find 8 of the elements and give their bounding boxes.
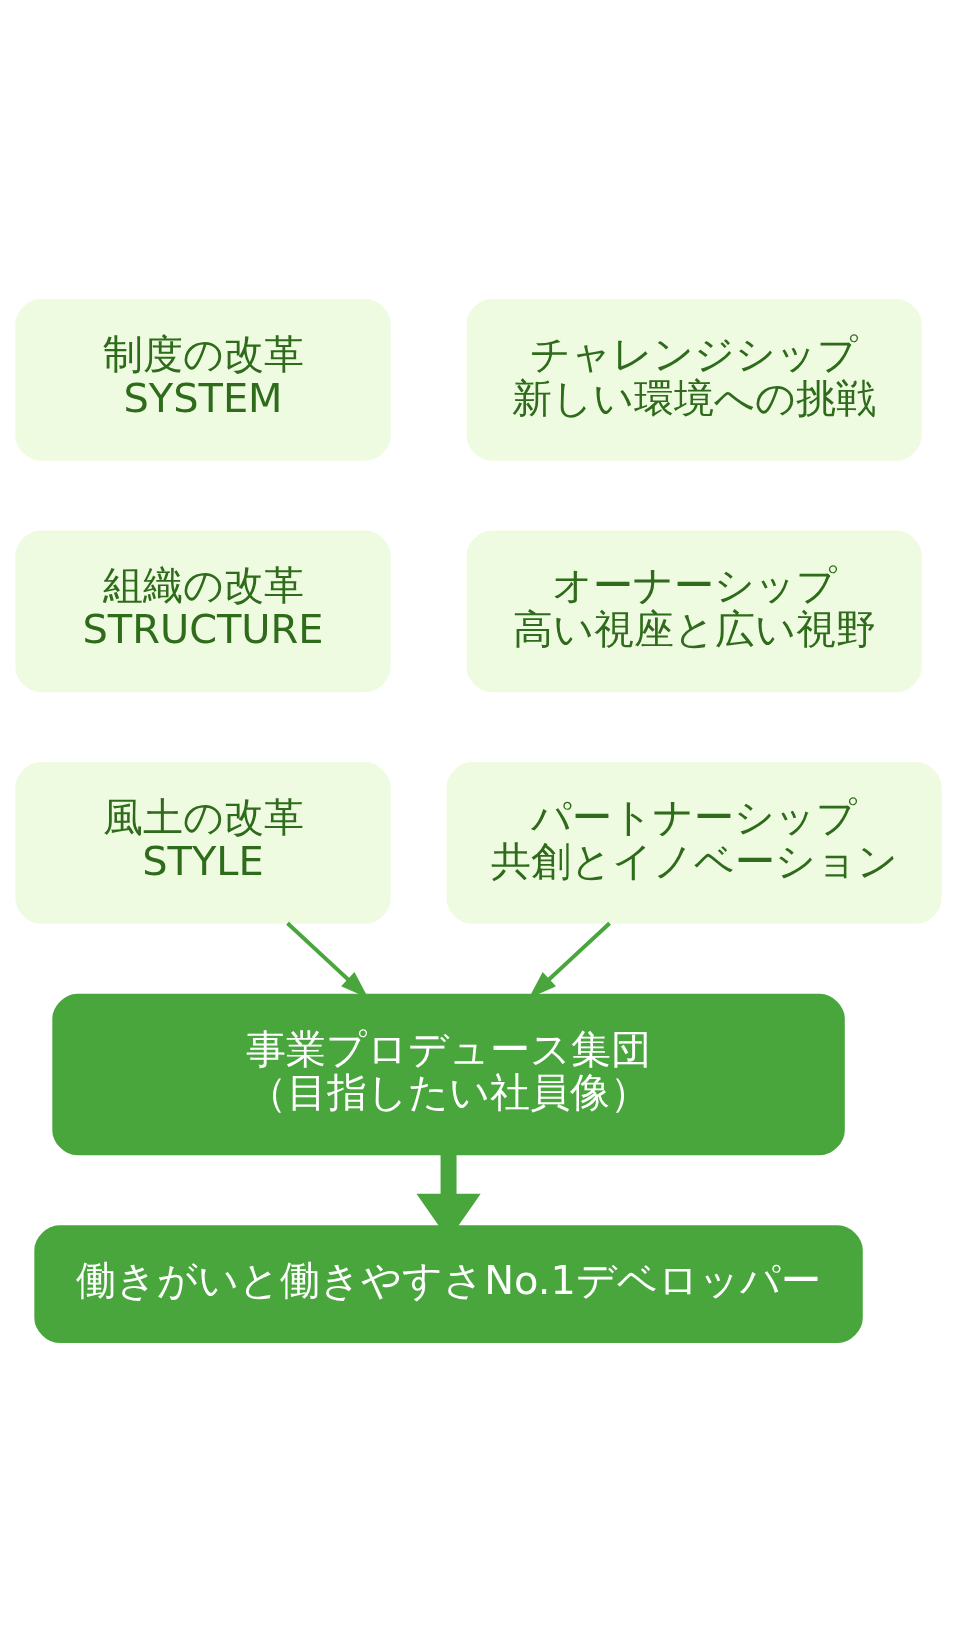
node-box: 事業プロデュース集団 （目指したい社員像） (52, 993, 845, 1155)
node-box: チャレンジシップ 新しい環境への挑戦 (466, 298, 922, 461)
node-box: 制度の改革 SYSTEM (15, 298, 391, 461)
node-box: 働きがいと働きやすさNo.1デベロッパー (34, 1224, 863, 1343)
node-box: 風土の改革 STYLE (15, 761, 391, 924)
node-box: オーナーシップ 高い視座と広い視野 (466, 530, 922, 692)
node-box: 組織の改革 STRUCTURE (15, 530, 391, 692)
node-box: パートナーシップ 共創とイノベーション (446, 761, 942, 924)
